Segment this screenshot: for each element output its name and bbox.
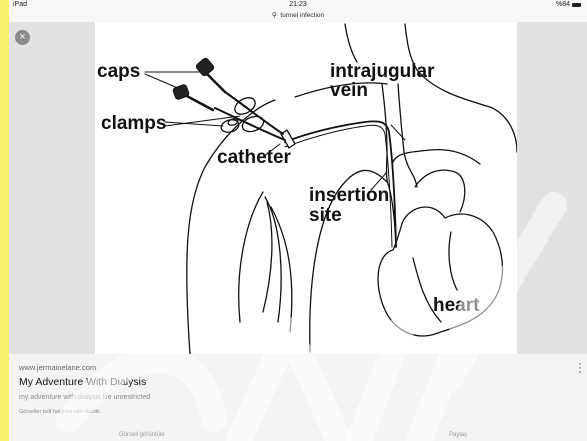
label-catheter: catheter <box>217 148 291 167</box>
neck-line <box>345 24 357 62</box>
result-subtitle: my adventure with dialysis life unrestri… <box>19 394 150 401</box>
action-bar: Görseli görüntüle Paylaş <box>9 430 587 441</box>
result-domain[interactable]: www.jermainelane.com <box>19 363 96 372</box>
status-time: 21:23 <box>9 1 587 8</box>
view-image-button[interactable]: Görseli görüntüle <box>119 432 165 438</box>
share-button[interactable]: Paylaş <box>449 432 467 438</box>
close-button[interactable]: × <box>15 30 30 45</box>
search-icon: ⚲ <box>272 10 277 22</box>
label-vein-line2: vein <box>330 81 368 100</box>
result-info-panel: www.jermainelane.com My Adventure With D… <box>9 354 587 441</box>
search-bar[interactable]: ⚲ tunnel infection <box>9 10 587 22</box>
heart-outline <box>378 207 502 336</box>
label-vein-line1: intrajugular <box>330 62 435 81</box>
ipad-screen: iPad 21:23 %84 ⚲ tunnel infection × <box>9 0 587 441</box>
label-site-line2: site <box>309 206 342 225</box>
label-caps: caps <box>97 62 140 81</box>
catheter-diagram-image[interactable]: caps clamps catheter intrajugular vein i… <box>95 22 517 354</box>
result-title[interactable]: My Adventure With Dialysis <box>19 376 146 388</box>
search-query: tunnel infection <box>280 12 324 19</box>
copyright-notice: Görseller telif hakkına tabi olabilir. <box>19 409 101 415</box>
label-clamps: clamps <box>101 114 166 133</box>
shoulder-outline <box>187 100 275 354</box>
label-heart: heart <box>433 296 479 315</box>
battery-icon <box>572 3 581 7</box>
battery-percent: %84 <box>556 1 570 8</box>
label-site-line1: insertion <box>309 186 389 205</box>
battery-status: %84 <box>556 1 581 8</box>
neck-right-outline <box>405 24 517 152</box>
catheter-caps <box>172 57 214 100</box>
image-viewer: × <box>9 22 587 354</box>
more-options-icon[interactable]: ··· <box>577 362 583 374</box>
status-bar: iPad 21:23 %84 <box>9 0 587 10</box>
